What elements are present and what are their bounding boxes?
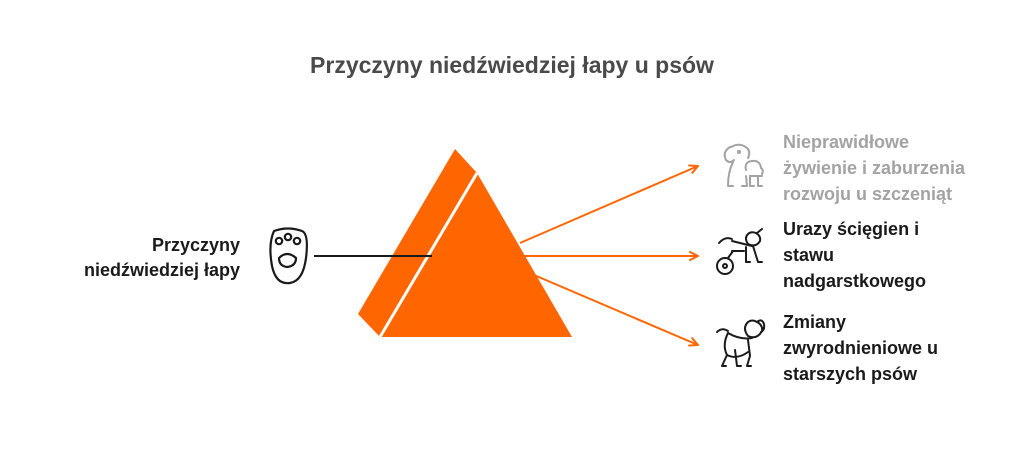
dog-wheelchair-icon — [716, 228, 763, 275]
output-label-line: zwyrodnieniowe u — [783, 338, 939, 358]
output-label-line: Zmiany — [783, 312, 847, 332]
output-label-degenerative: Zmiany zwyrodnieniowe u starszych psów — [783, 309, 993, 387]
dog-and-puppy-icon — [723, 143, 764, 187]
output-label-line: Urazy ścięgien i — [783, 219, 920, 239]
output-label-line: rozwoju u szczeniąt — [783, 184, 953, 204]
output-label-line: nadgarstkowego — [783, 271, 927, 291]
input-label-line: niedźwiedziej łapy — [83, 260, 240, 280]
output-ray-3 — [519, 268, 699, 347]
output-label-injuries: Urazy ścięgien i stawu nadgarstkowego — [783, 216, 993, 294]
input-label: Przyczyny niedźwiedziej łapy — [30, 233, 240, 283]
output-label-nutrition: Nieprawidłowe żywienie i zaburzenia rozw… — [783, 129, 993, 207]
prism-side-face — [358, 149, 477, 337]
input-label-line: Przyczyny — [151, 235, 240, 255]
senior-dog-icon — [716, 319, 766, 367]
output-label-line: stawu — [783, 245, 835, 265]
paw-icon — [269, 227, 308, 285]
diagram-title: Przyczyny niedźwiedziej łapy u psów — [310, 52, 714, 78]
prism-front-face — [380, 173, 572, 337]
output-label-line: żywienie i zaburzenia — [783, 158, 966, 178]
output-label-line: Nieprawidłowe — [783, 132, 910, 152]
output-label-line: starszych psów — [783, 364, 918, 384]
output-ray-1 — [519, 164, 699, 244]
